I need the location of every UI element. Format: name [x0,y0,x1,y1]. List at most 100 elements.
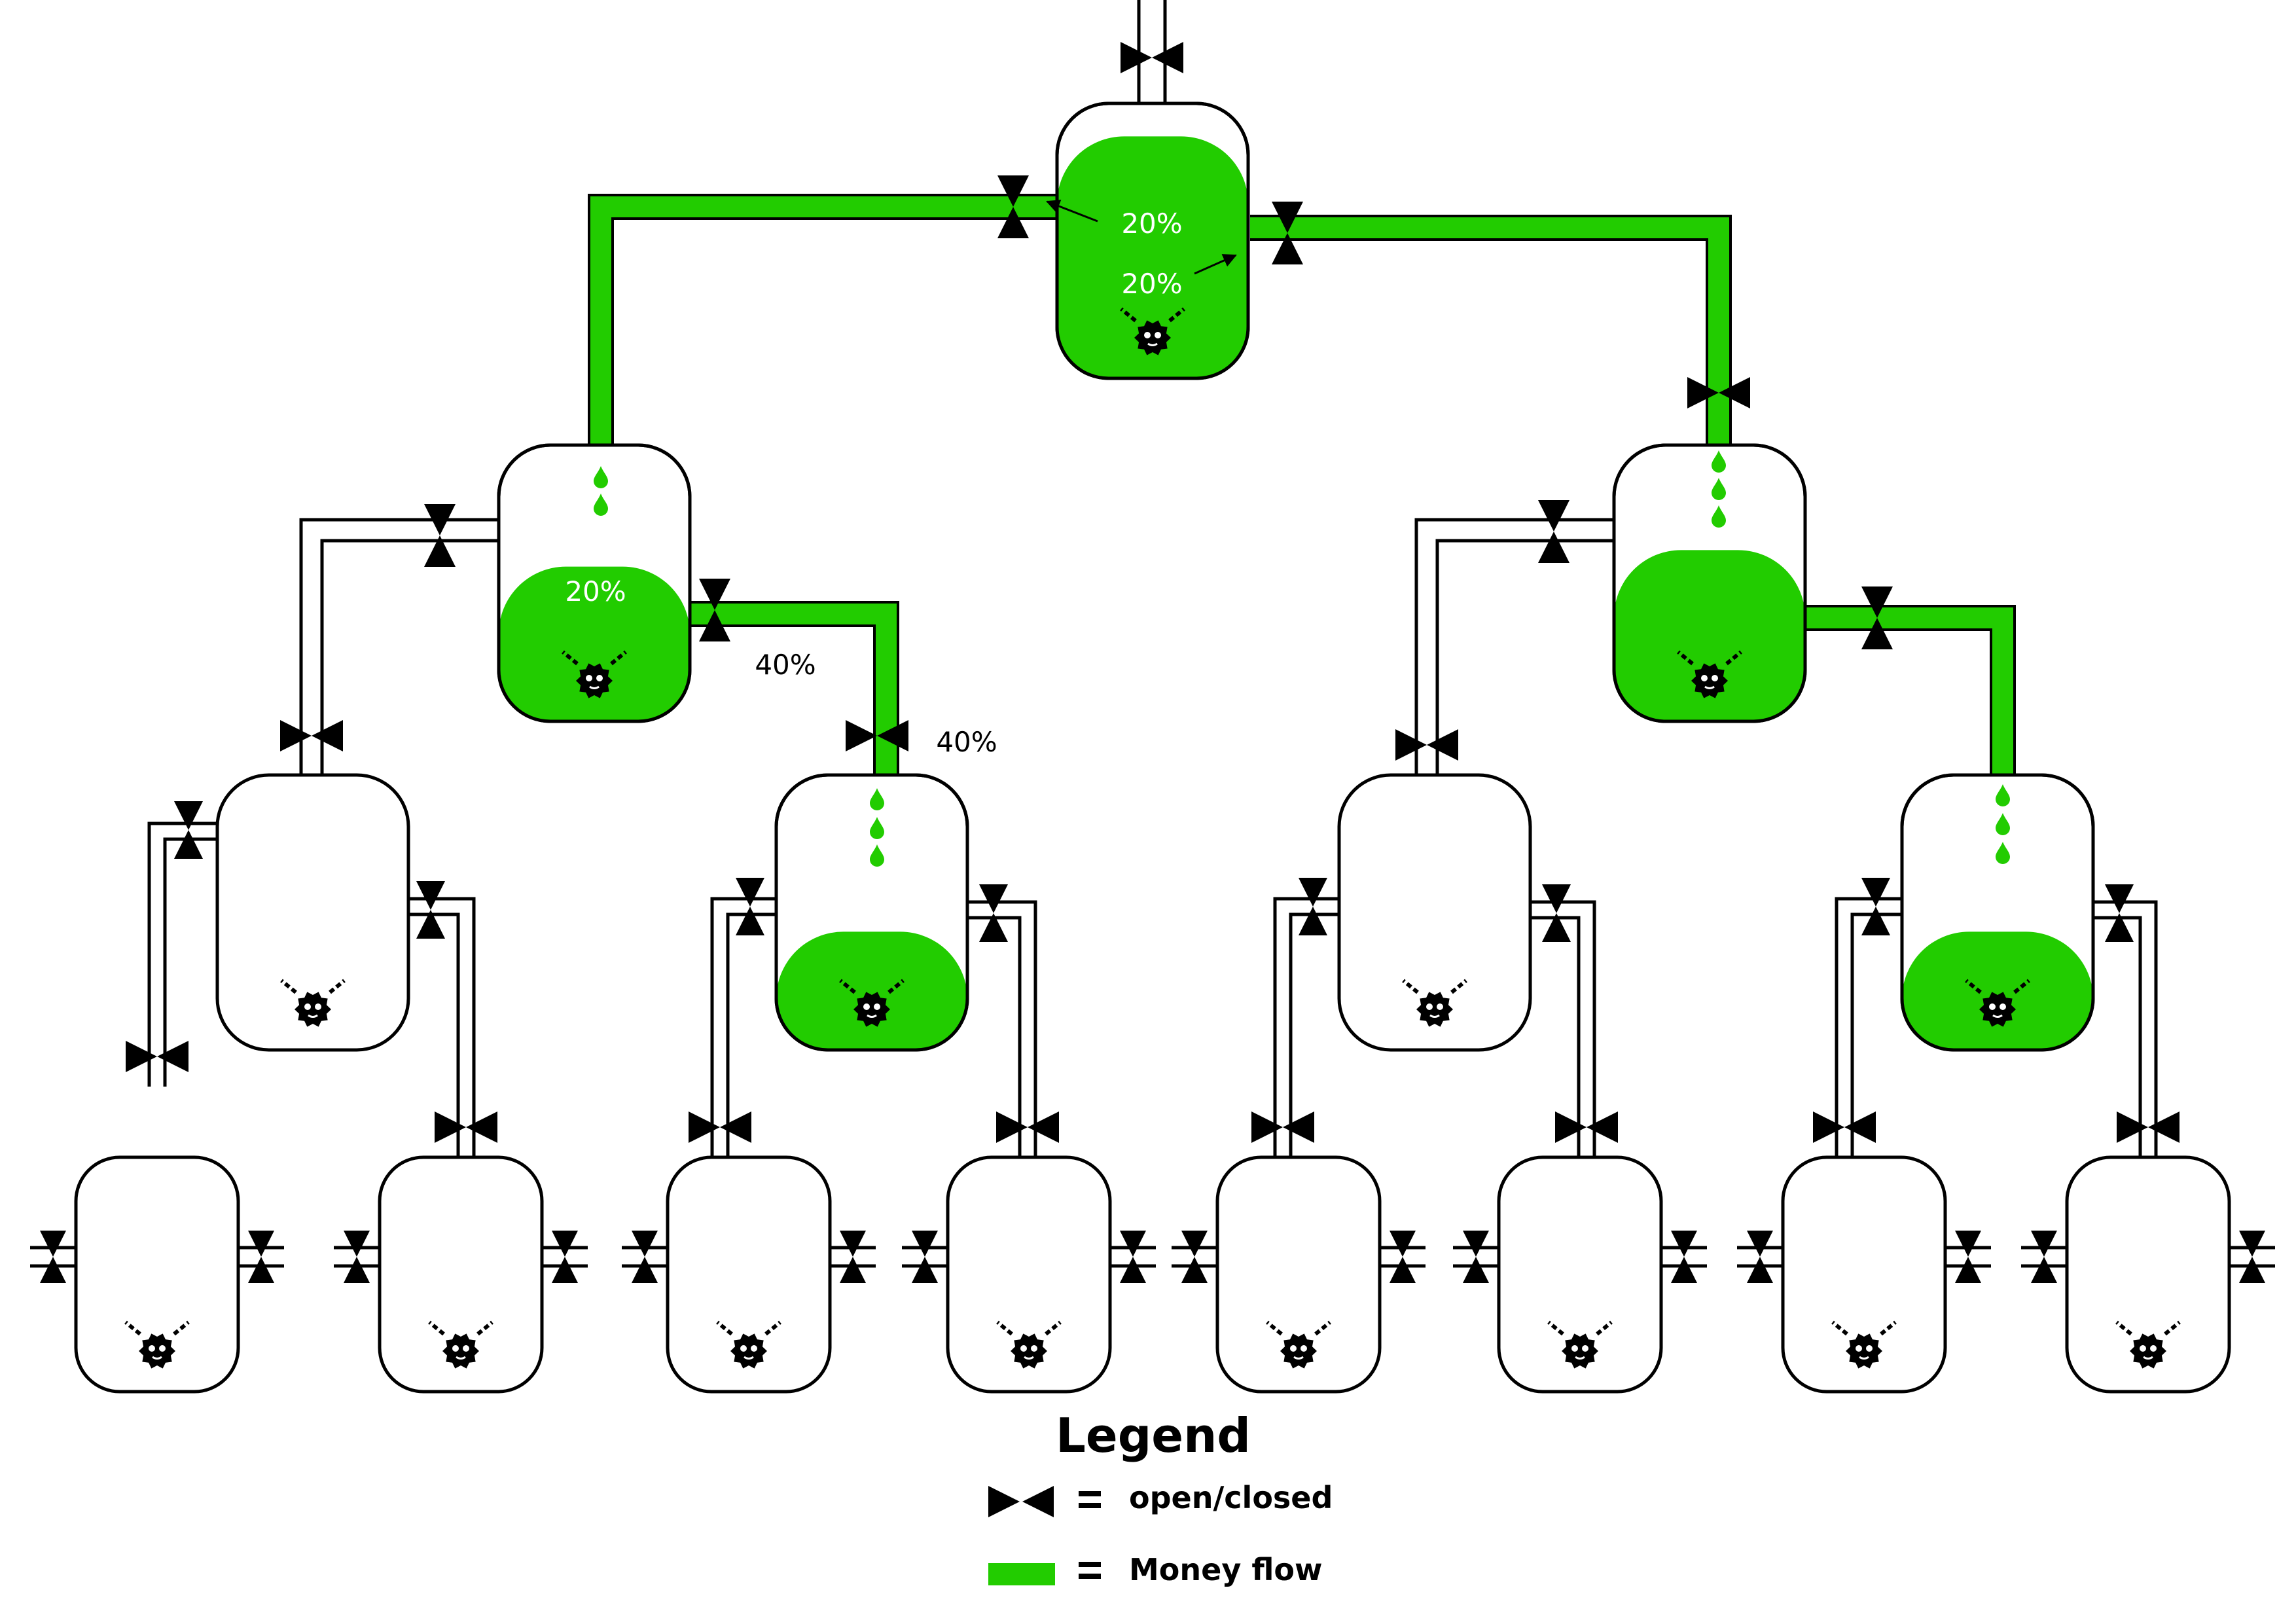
valve-half [846,720,877,751]
tank-fill [1614,550,1805,721]
gear-mouth [1575,1356,1585,1360]
tank-body [666,1155,832,1394]
gear-eye [315,1003,321,1010]
valve-icon [1555,1111,1618,1143]
legend-flow-swatch [988,1563,1055,1585]
tank-root [1055,101,1250,380]
valve-half [1181,1257,1208,1283]
valve-half [979,913,1008,942]
tank-outline [1612,443,1807,723]
tank-l4-6 [1497,1155,1663,1394]
pipe-wall [1850,912,1902,1160]
valve-half [1395,729,1427,761]
valve-icon [280,720,343,751]
valve-icon [632,1231,658,1283]
drop-icon [870,844,884,867]
gear-eye [1866,1345,1873,1352]
gear-antenna [1045,1320,1062,1336]
pipe-wall [163,837,217,1087]
valve-half [1121,42,1152,73]
gear-antenna [1120,307,1137,323]
valve-icon [979,884,1008,942]
gear-antenna [428,1320,445,1336]
valve-half [997,175,1029,207]
valve-icon [424,504,456,567]
tank-l2-left [497,443,692,723]
money-pipe [1250,217,1729,452]
valve-icon [1120,1231,1146,1283]
gear-eye [1437,1003,1443,1010]
valve-half [736,907,764,935]
valve-half [1390,1231,1416,1257]
valve-half [1687,377,1719,408]
valve-icon [1671,1231,1697,1283]
gear-eye [1300,1345,1307,1352]
valve-half [1181,1231,1208,1257]
valve-icon [2117,1111,2179,1143]
pipe-wall [147,821,217,1087]
gear-shape [730,1333,767,1369]
gear-shape [2130,1333,2166,1369]
gear-shape [576,663,613,698]
valve-half [699,579,730,610]
gear-face-icon [839,979,905,1027]
gear-antenna [280,979,297,994]
gear-shape [1416,992,1453,1027]
valve-icon [1272,202,1303,264]
valve-half [552,1257,578,1283]
valve-half [552,1231,578,1257]
valve-half [248,1257,274,1283]
gear-antenna [996,1320,1013,1336]
valve-icon [1251,1111,1314,1143]
valve-icon [1747,1231,1773,1283]
valve-half [1555,1111,1587,1143]
valve-half [1542,884,1571,913]
gear-antenna [610,650,627,666]
gear-antenna [1266,1320,1283,1336]
tank-l3-1 [215,773,410,1052]
gear-eye [2150,1345,2157,1352]
gear-face-icon [1965,979,2030,1027]
gear-eye [304,1003,311,1010]
valve-half [1538,500,1570,532]
gear-faces [124,307,2181,1369]
valve-half [1542,913,1571,942]
valve-half [689,1111,720,1143]
valve-half [157,1041,188,1072]
valve-half [912,1231,938,1257]
gear-antenna [476,1320,493,1336]
valves [40,42,2265,1283]
tank-outline [774,773,969,1052]
valve-half [1955,1257,1981,1283]
gear-mouth [456,1356,466,1360]
money-flow-pipes [588,194,2016,775]
gear-eye [1031,1345,1037,1352]
valve-icon [1121,42,1183,73]
tank-body [2065,1155,2231,1394]
gear-eye [1582,1345,1588,1352]
gear-eye [1144,332,1151,338]
gear-eye [1571,1345,1578,1352]
gear-eye [2000,1003,2006,1010]
valve-half [2148,1111,2179,1143]
drop-icon [1712,478,1726,500]
valve-half [1120,1231,1146,1257]
valve-half [840,1257,866,1283]
gear-shape [295,992,331,1027]
drop-icon [594,466,608,488]
tank-body [74,1155,240,1394]
pipe-wall [408,912,460,1160]
valve-half [1299,907,1327,935]
valve-half [435,1111,466,1143]
gear-shape [1280,1333,1317,1369]
gear-shape [139,1333,175,1369]
gear-mouth [744,1356,754,1360]
gear-face-icon [1402,979,1467,1027]
tank-body [1781,1155,1947,1394]
tank-outline [1900,773,2095,1052]
valve-half [344,1231,370,1257]
gear-face-icon [562,650,627,698]
valve-icon [1395,729,1458,761]
valve-half [1028,1111,1059,1143]
gear-antenna [1677,650,1694,666]
